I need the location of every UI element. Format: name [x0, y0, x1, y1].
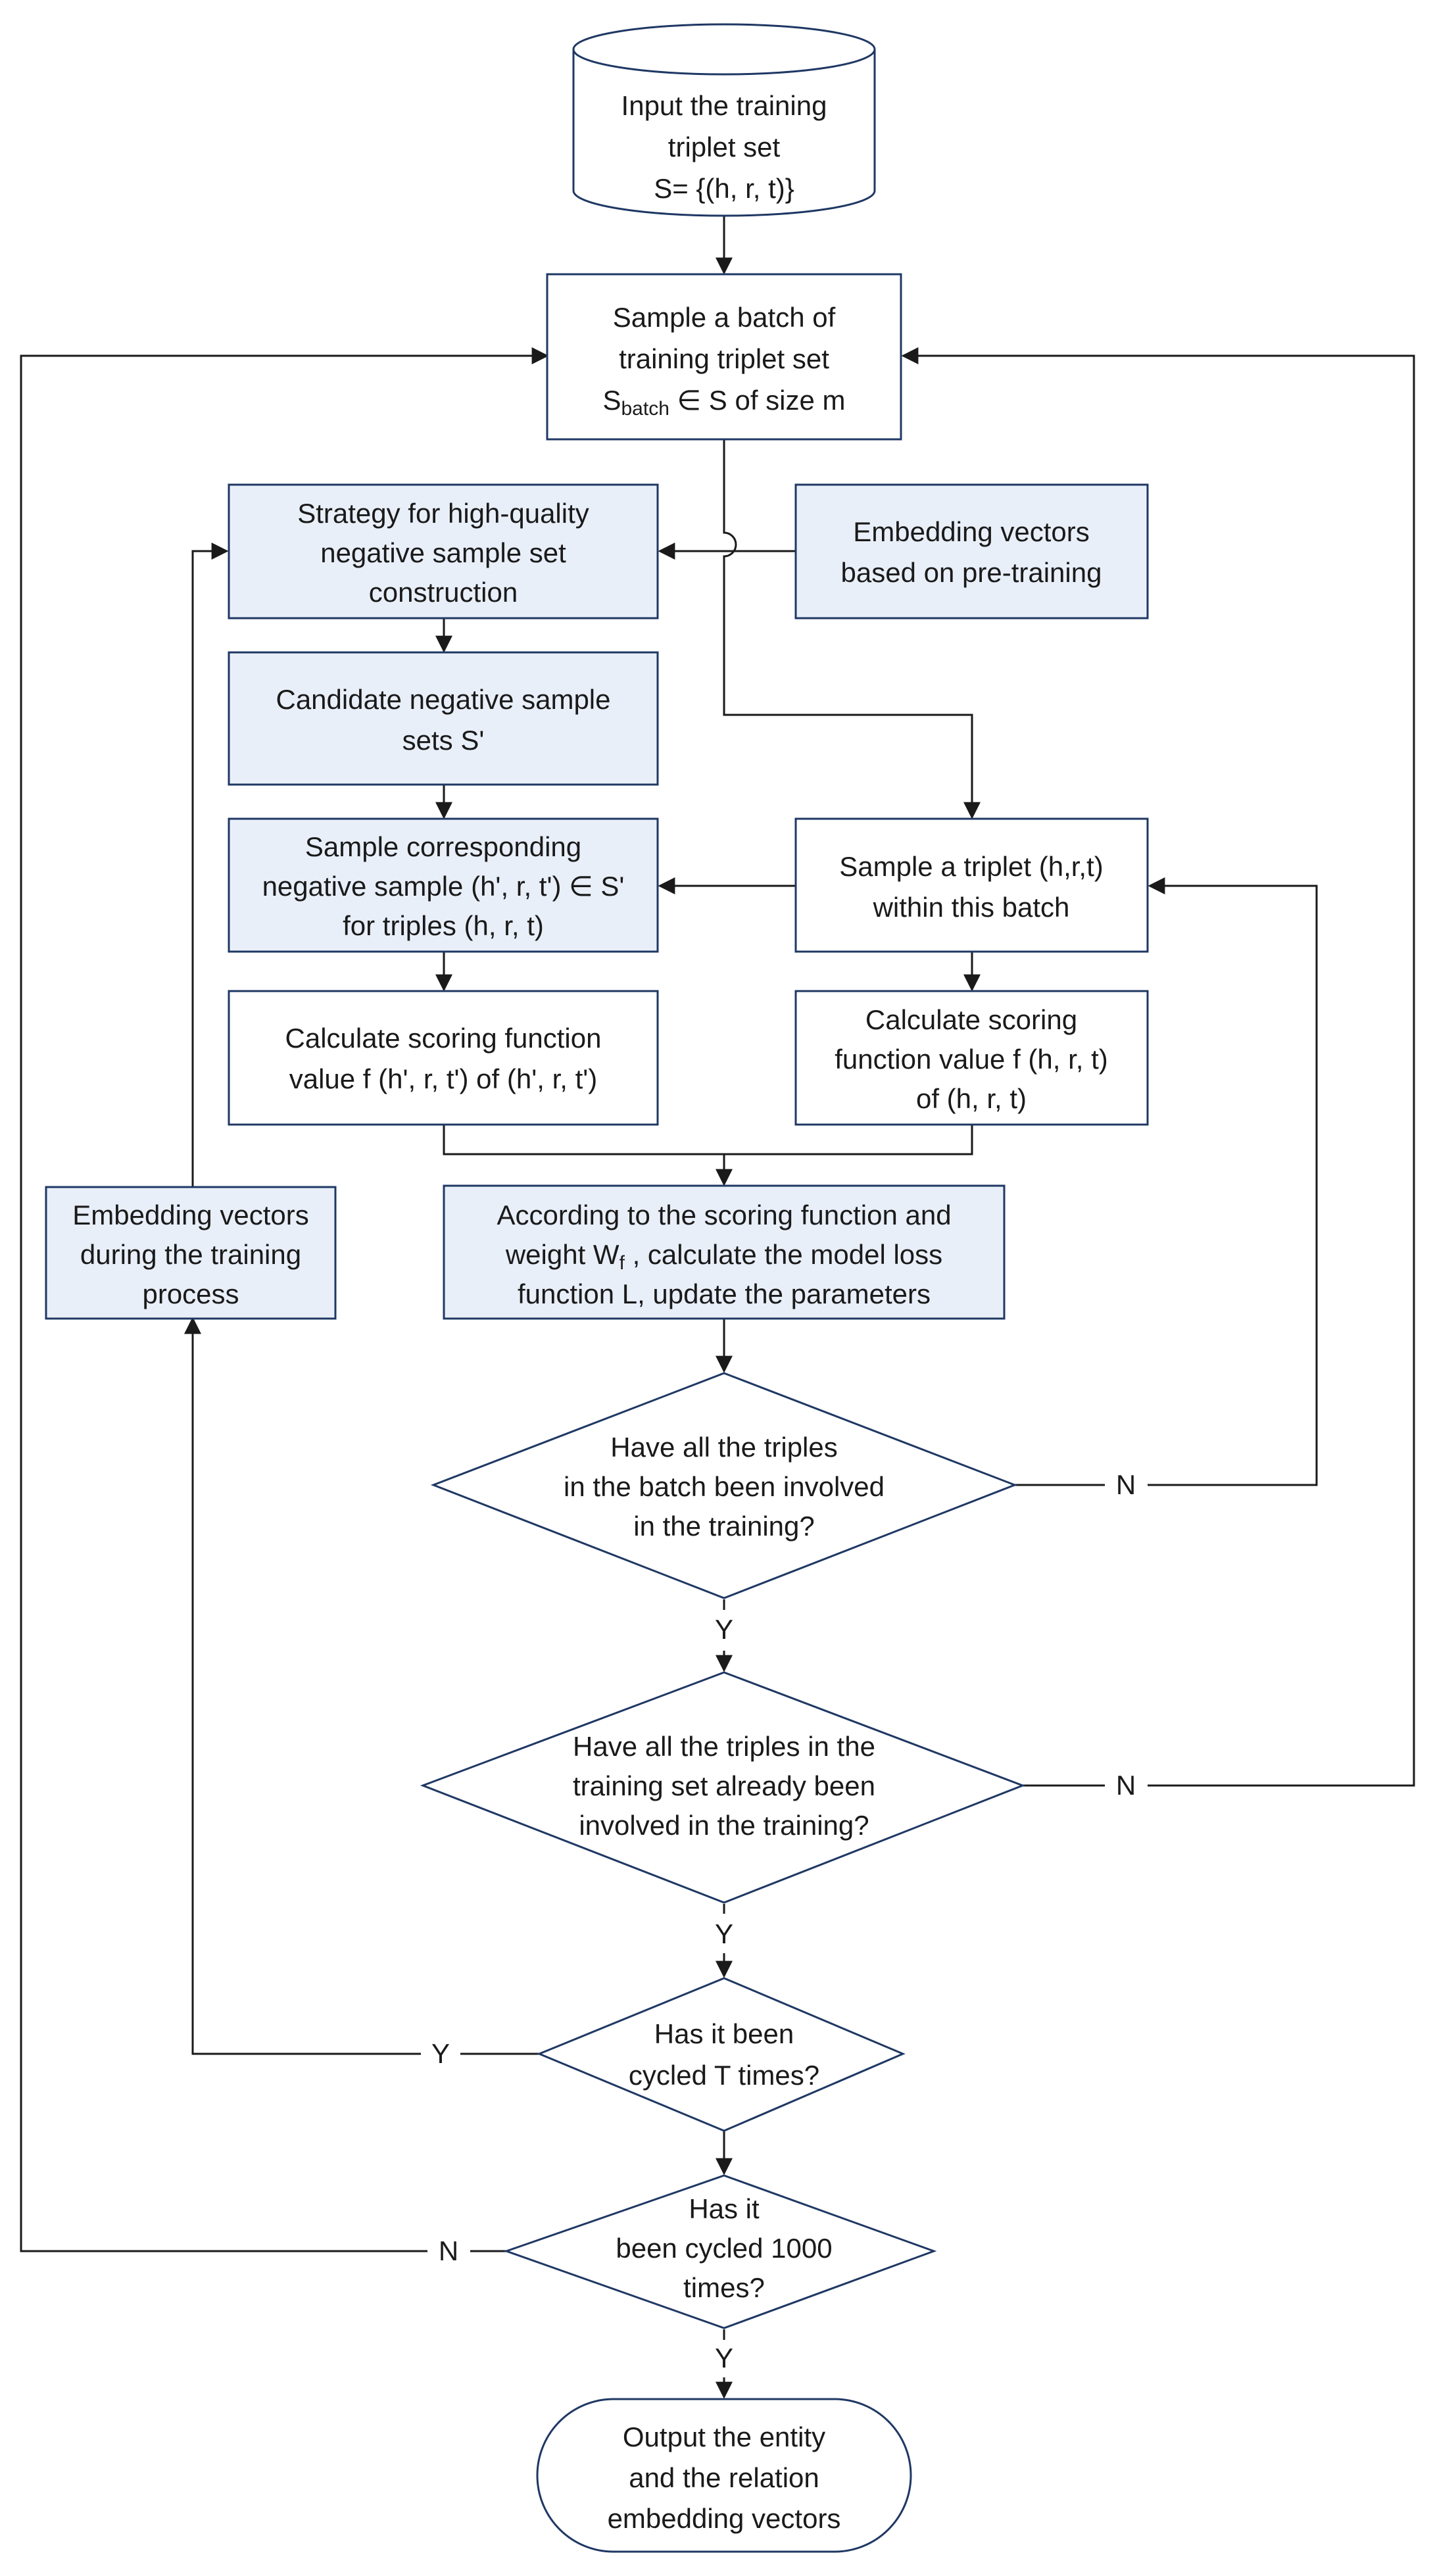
label-1000-yes: Y: [715, 2343, 733, 2373]
calc-negative-line-1: Calculate scoring function: [285, 1023, 602, 1054]
update-line-1: According to the scoring function and: [497, 1200, 951, 1230]
calc-positive-line-1: Calculate scoring: [865, 1004, 1077, 1035]
output-line-2: and the relation: [629, 2462, 819, 2493]
edges: [20, 216, 1415, 2397]
sample-batch-node: Sample a batch of training triplet set S…: [546, 273, 902, 441]
edge-decision1000-no: [20, 356, 547, 2252]
sample-negative-line-1: Sample corresponding: [305, 831, 581, 862]
decision-set-line-1: Have all the triples in the: [573, 1731, 875, 1762]
edge-calcneg-merge: [443, 1125, 973, 1155]
strategy-line-3: construction: [369, 577, 518, 608]
update-line-2: weight Wf , calculate the model loss: [505, 1239, 942, 1274]
training-embedding-line-2: during the training: [80, 1239, 301, 1270]
input-node: Input the training triplet set S= {(h, r…: [572, 23, 876, 217]
decision-1000-line-3: times?: [683, 2272, 765, 2303]
input-line-1: Input the training: [621, 90, 827, 121]
decision-set-node: Have all the triples in the training set…: [420, 1671, 1026, 1904]
training-embedding-line-1: Embedding vectors: [72, 1200, 309, 1230]
calc-negative-line-2: value f (h', r, t') of (h', r, t'): [289, 1063, 598, 1094]
sample-triplet-line-1: Sample a triplet (h,r,t): [839, 851, 1103, 882]
sample-triplet-line-2: within this batch: [873, 892, 1070, 923]
decision-set-line-2: training set already been: [573, 1770, 875, 1801]
decision-batch-line-3: in the training?: [633, 1511, 815, 1542]
edge-decisionset-no: [903, 356, 1415, 1787]
sample-batch-line-2: training triplet set: [619, 343, 829, 374]
sample-negative-line-2: negative sample (h', r, t') ∈ S': [262, 871, 625, 902]
candidate-node: Candidate negative sample sets S': [228, 651, 659, 786]
decision-batch-node: Have all the triples in the batch been i…: [430, 1372, 1018, 1599]
calc-positive-node: Calculate scoring function value f (h, r…: [794, 990, 1149, 1126]
label-batch-yes: Y: [715, 1614, 733, 1645]
decision-1000-node: Has it been cycled 1000 times?: [503, 2174, 937, 2329]
edge-trainembed-to-strategy: [191, 543, 229, 1187]
sample-triplet-node: Sample a triplet (h,r,t) within this bat…: [794, 817, 1149, 953]
output-line-3: embedding vectors: [608, 2503, 841, 2534]
update-node: According to the scoring function and we…: [443, 1184, 1006, 1320]
decision-batch-line-1: Have all the triples: [610, 1432, 838, 1463]
decision-t-node: Has it been cycled T times?: [537, 1977, 906, 2132]
strategy-line-2: negative sample set: [320, 537, 566, 568]
decision-batch-line-2: in the batch been involved: [564, 1471, 885, 1502]
training-embedding-line-3: process: [142, 1278, 239, 1309]
decision-t-line-1: Has it been: [654, 2018, 794, 2049]
sample-negative-line-3: for triples (h, r, t): [343, 910, 544, 941]
sample-batch-line-1: Sample a batch of: [613, 302, 836, 333]
decision-set-line-3: involved in the training?: [579, 1810, 869, 1841]
edge-decisionbatch-no: [1015, 886, 1318, 1486]
decision-t-line-2: cycled T times?: [629, 2060, 819, 2091]
sample-negative-node: Sample corresponding negative sample (h'…: [228, 817, 659, 953]
label-set-yes: Y: [715, 1918, 733, 1949]
calc-positive-line-2: function value f (h, r, t): [835, 1044, 1108, 1075]
pretrain-line-2: based on pre-training: [841, 557, 1102, 588]
label-1000-no: N: [439, 2235, 458, 2266]
pretrain-node: Embedding vectors based on pre-training: [794, 483, 1149, 620]
output-line-1: Output the entity: [623, 2421, 825, 2452]
decision-1000-line-1: Has it: [689, 2193, 760, 2224]
calc-positive-line-3: of (h, r, t): [916, 1083, 1027, 1114]
label-set-no: N: [1116, 1770, 1136, 1801]
input-line-2: triplet set: [668, 132, 781, 162]
edge-labels: N Y N Y Y N Y: [431, 1469, 1136, 2373]
candidate-line-2: sets S': [402, 725, 485, 756]
sample-batch-line-3: Sbatch ∈ S of size m: [602, 385, 845, 420]
calc-negative-node: Calculate scoring function value f (h', …: [228, 990, 659, 1126]
output-node: Output the entity and the relation embed…: [536, 2398, 912, 2553]
label-t-yes: Y: [431, 2038, 450, 2069]
training-embedding-node: Embedding vectors during the training pr…: [45, 1186, 337, 1320]
pretrain-line-1: Embedding vectors: [853, 516, 1090, 547]
edge-decisionT-yes: [193, 1319, 539, 2055]
decision-1000-line-2: been cycled 1000: [616, 2233, 832, 2264]
label-batch-no: N: [1116, 1469, 1136, 1500]
candidate-line-1: Candidate negative sample: [276, 684, 610, 715]
edge-batch-to-triplet: [723, 439, 981, 819]
input-line-3: S= {(h, r, t)}: [654, 173, 794, 204]
strategy-line-1: Strategy for high-quality: [297, 498, 589, 529]
update-line-3: function L, update the parameters: [518, 1278, 931, 1309]
strategy-node: Strategy for high-quality negative sampl…: [228, 483, 659, 620]
